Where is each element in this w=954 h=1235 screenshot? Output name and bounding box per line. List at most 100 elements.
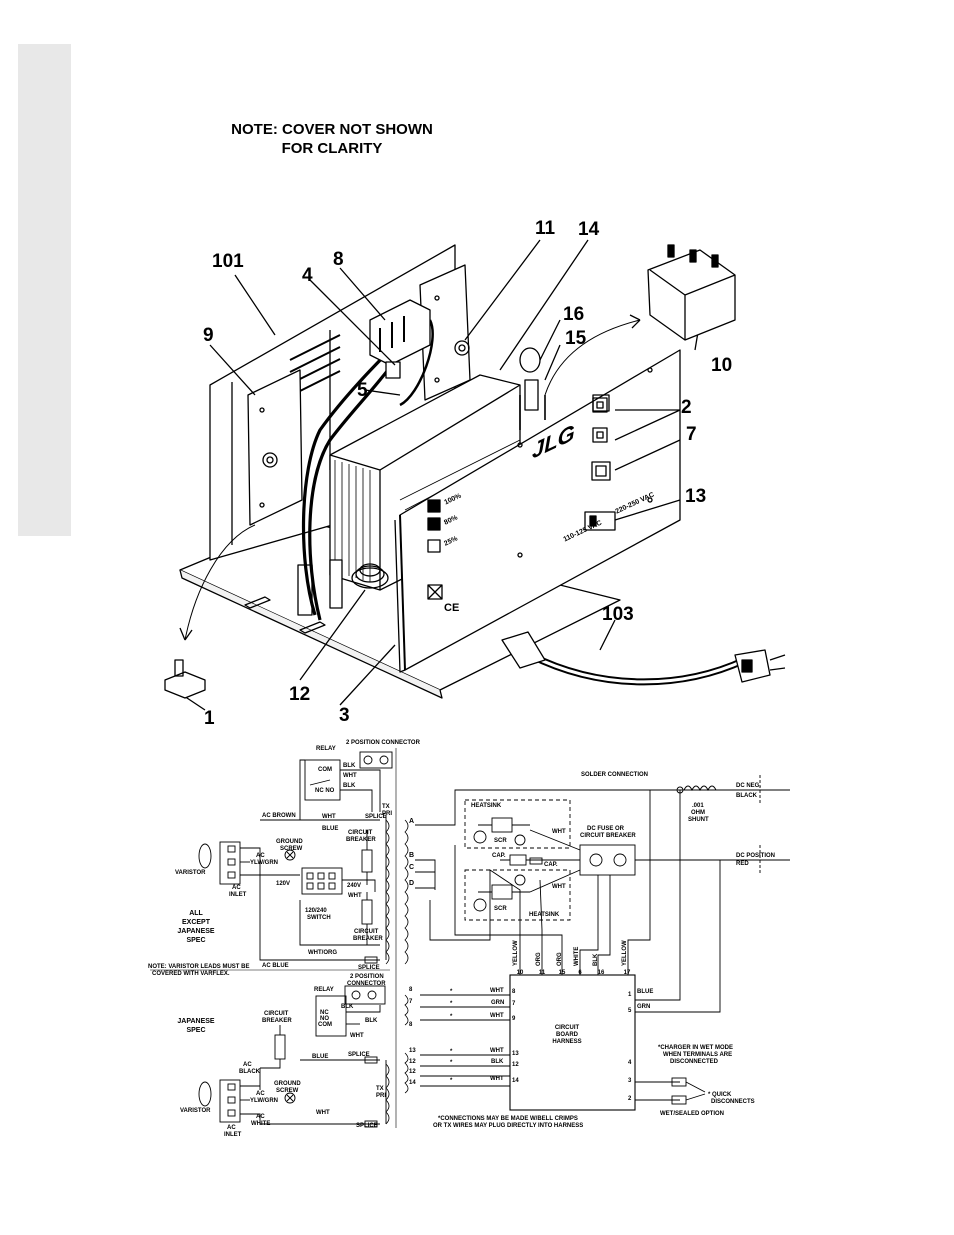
star-1: * — [450, 1001, 453, 1007]
ac-black-label-a: AC — [243, 1062, 252, 1068]
footnote-line-2: OR TX WIRES MAY PLUG DIRECTLY INTO HARNE… — [433, 1123, 584, 1129]
ac-label-1: AC — [256, 853, 265, 859]
relay-com-label-2: COM — [318, 1022, 332, 1028]
callout-14: 14 — [578, 219, 600, 240]
star-4: * — [450, 1060, 453, 1066]
tx-pin-3: 13 — [409, 1048, 416, 1054]
quick-disconnects-1: * QUICK — [708, 1092, 732, 1098]
two-pos-connector-label-b2: CONNECTOR — [347, 981, 386, 987]
harness-top-pin-3: 6 — [578, 970, 582, 976]
footnote-line-1: *CONNECTIONS MAY BE MADE W/BELL CRIMPS — [438, 1116, 578, 1122]
callout-11: 11 — [535, 218, 556, 239]
relay-com-label: COM — [318, 767, 332, 773]
harness-left-wire-2: WHT — [490, 1013, 504, 1019]
harness-top-wire-2: ORG — [557, 952, 563, 966]
varistor-label-1: VARISTOR — [175, 870, 206, 876]
breaker-label-3a: CIRCUIT — [264, 1011, 289, 1017]
ac-black-label-b: BLACK — [239, 1069, 260, 1075]
quick-disconnects-2: DISCONNECTS — [711, 1099, 755, 1105]
wire-wht-4: WHT — [350, 1033, 364, 1039]
callout-10: 10 — [711, 355, 733, 376]
tap-c-label: C — [409, 864, 415, 871]
harness-left-pin-2: 9 — [512, 1016, 516, 1022]
callout-5: 5 — [357, 380, 368, 401]
shunt-label-a: .001 — [692, 803, 704, 809]
callout-103: 103 — [602, 604, 634, 625]
callout-4: 4 — [302, 265, 313, 286]
all-except-label-3: JAPANESE — [177, 928, 215, 935]
callout-3: 3 — [339, 705, 350, 726]
harness-label-1: CIRCUIT — [554, 1025, 580, 1031]
wire-wht-2: WHT — [322, 814, 336, 820]
japanese-label-1: JAPANESE — [177, 1018, 215, 1025]
callout-15: 15 — [565, 328, 587, 349]
varflex-note-1: NOTE: VARISTOR LEADS MUST BE — [148, 964, 250, 970]
ac-label-2: AC — [256, 1091, 265, 1097]
relay-label: RELAY — [316, 746, 336, 752]
ylw-grn-label-1: YLW/GRN — [250, 860, 278, 866]
callout-1: 1 — [204, 708, 215, 729]
splice-label-3: SPLICE — [348, 1052, 370, 1058]
note-line-2: FOR CLARITY — [281, 140, 383, 157]
harness-left-wire-4: BLK — [491, 1059, 504, 1065]
wire-blk-1: BLK — [343, 763, 356, 769]
harness-right-wire-0: BLUE — [637, 989, 654, 995]
wire-blk-2: BLK — [343, 783, 356, 789]
harness-right-wire-1: GRN — [637, 1004, 651, 1010]
breaker-label-1a: CIRCUIT — [348, 830, 373, 836]
page-side-tab — [18, 44, 71, 536]
ground-screw-label-c: GROUND — [274, 1081, 301, 1087]
solder-connection-label: SOLDER CONNECTION — [581, 772, 649, 778]
left-heat-plate — [247, 369, 303, 526]
callout-8: 8 — [333, 249, 344, 270]
wire-wht-1: WHT — [343, 773, 357, 779]
all-except-label-4: SPEC — [186, 937, 206, 944]
switch-label-a: 120/240 — [305, 908, 327, 914]
relay-label-2: RELAY — [314, 987, 334, 993]
tx-label-1: TX — [382, 804, 390, 810]
harness-box — [509, 974, 636, 1111]
harness-left-wire-0: WHT — [490, 988, 504, 994]
relay-nc-label: NC — [320, 1010, 329, 1016]
part-10-relay — [647, 249, 736, 341]
varflex-note-2: COVERED WITH VARFLEX. — [152, 971, 230, 977]
harness-left-pin-4: 12 — [512, 1062, 519, 1068]
v240-label: 240V — [347, 883, 362, 889]
shunt-label-b: OHM — [691, 810, 705, 816]
wire-wht-3: WHT — [348, 893, 362, 899]
harness-top-pin-0: 10 — [516, 970, 524, 976]
breaker-label-2a: CIRCUIT — [354, 929, 379, 935]
harness-left-wire-5: WHT — [490, 1076, 504, 1082]
note-line-1: NOTE: COVER NOT SHOWN — [231, 121, 433, 138]
ac-brown-label: AC BROWN — [262, 813, 296, 819]
harness-left-wire-1: GRN — [491, 1000, 505, 1006]
harness-left-pin-1: 7 — [512, 1001, 516, 1007]
dc-neg-label-a: DC NEG. — [736, 783, 762, 789]
ac-inlet-label-2a: AC — [227, 1125, 236, 1131]
wet-sealed-label: WET/SEALED OPTION — [660, 1111, 725, 1117]
switch-label-b: SWITCH — [307, 915, 331, 921]
dc-pos-label-a: DC POSITION — [736, 853, 776, 859]
callout-9: 9 — [203, 325, 214, 346]
callout-101: 101 — [212, 251, 244, 272]
wire-wht-5: WHT — [316, 1110, 330, 1116]
harness-top-pin-1: 11 — [538, 970, 546, 976]
ac-inlet-label-1b: INLET — [229, 892, 247, 898]
heatsink-label-2: HEATSINK — [529, 912, 560, 918]
ac-inlet-label-2b: INLET — [224, 1132, 242, 1138]
breaker-label-1b: BREAKER — [346, 837, 376, 843]
wire-blue-2: BLUE — [312, 1054, 329, 1060]
cap-label-1: CAP. — [492, 853, 506, 859]
breaker-label-2b: BREAKER — [353, 936, 383, 942]
wire-wht-6: WHT — [552, 829, 566, 835]
two-pos-connector-label-b1: 2 POSITION — [350, 974, 384, 980]
tx-pin-2: 8 — [409, 1022, 413, 1028]
ground-screw-label-b: SCREW — [280, 846, 303, 852]
exploded-view — [164, 239, 786, 711]
splice-label-4: SPLICE — [356, 1123, 378, 1129]
star-5: * — [450, 1078, 453, 1084]
dc-fuse-label-b: CIRCUIT BREAKER — [580, 833, 636, 839]
tap-a-label: A — [409, 818, 415, 825]
ground-screw-label-a: GROUND — [276, 839, 303, 845]
